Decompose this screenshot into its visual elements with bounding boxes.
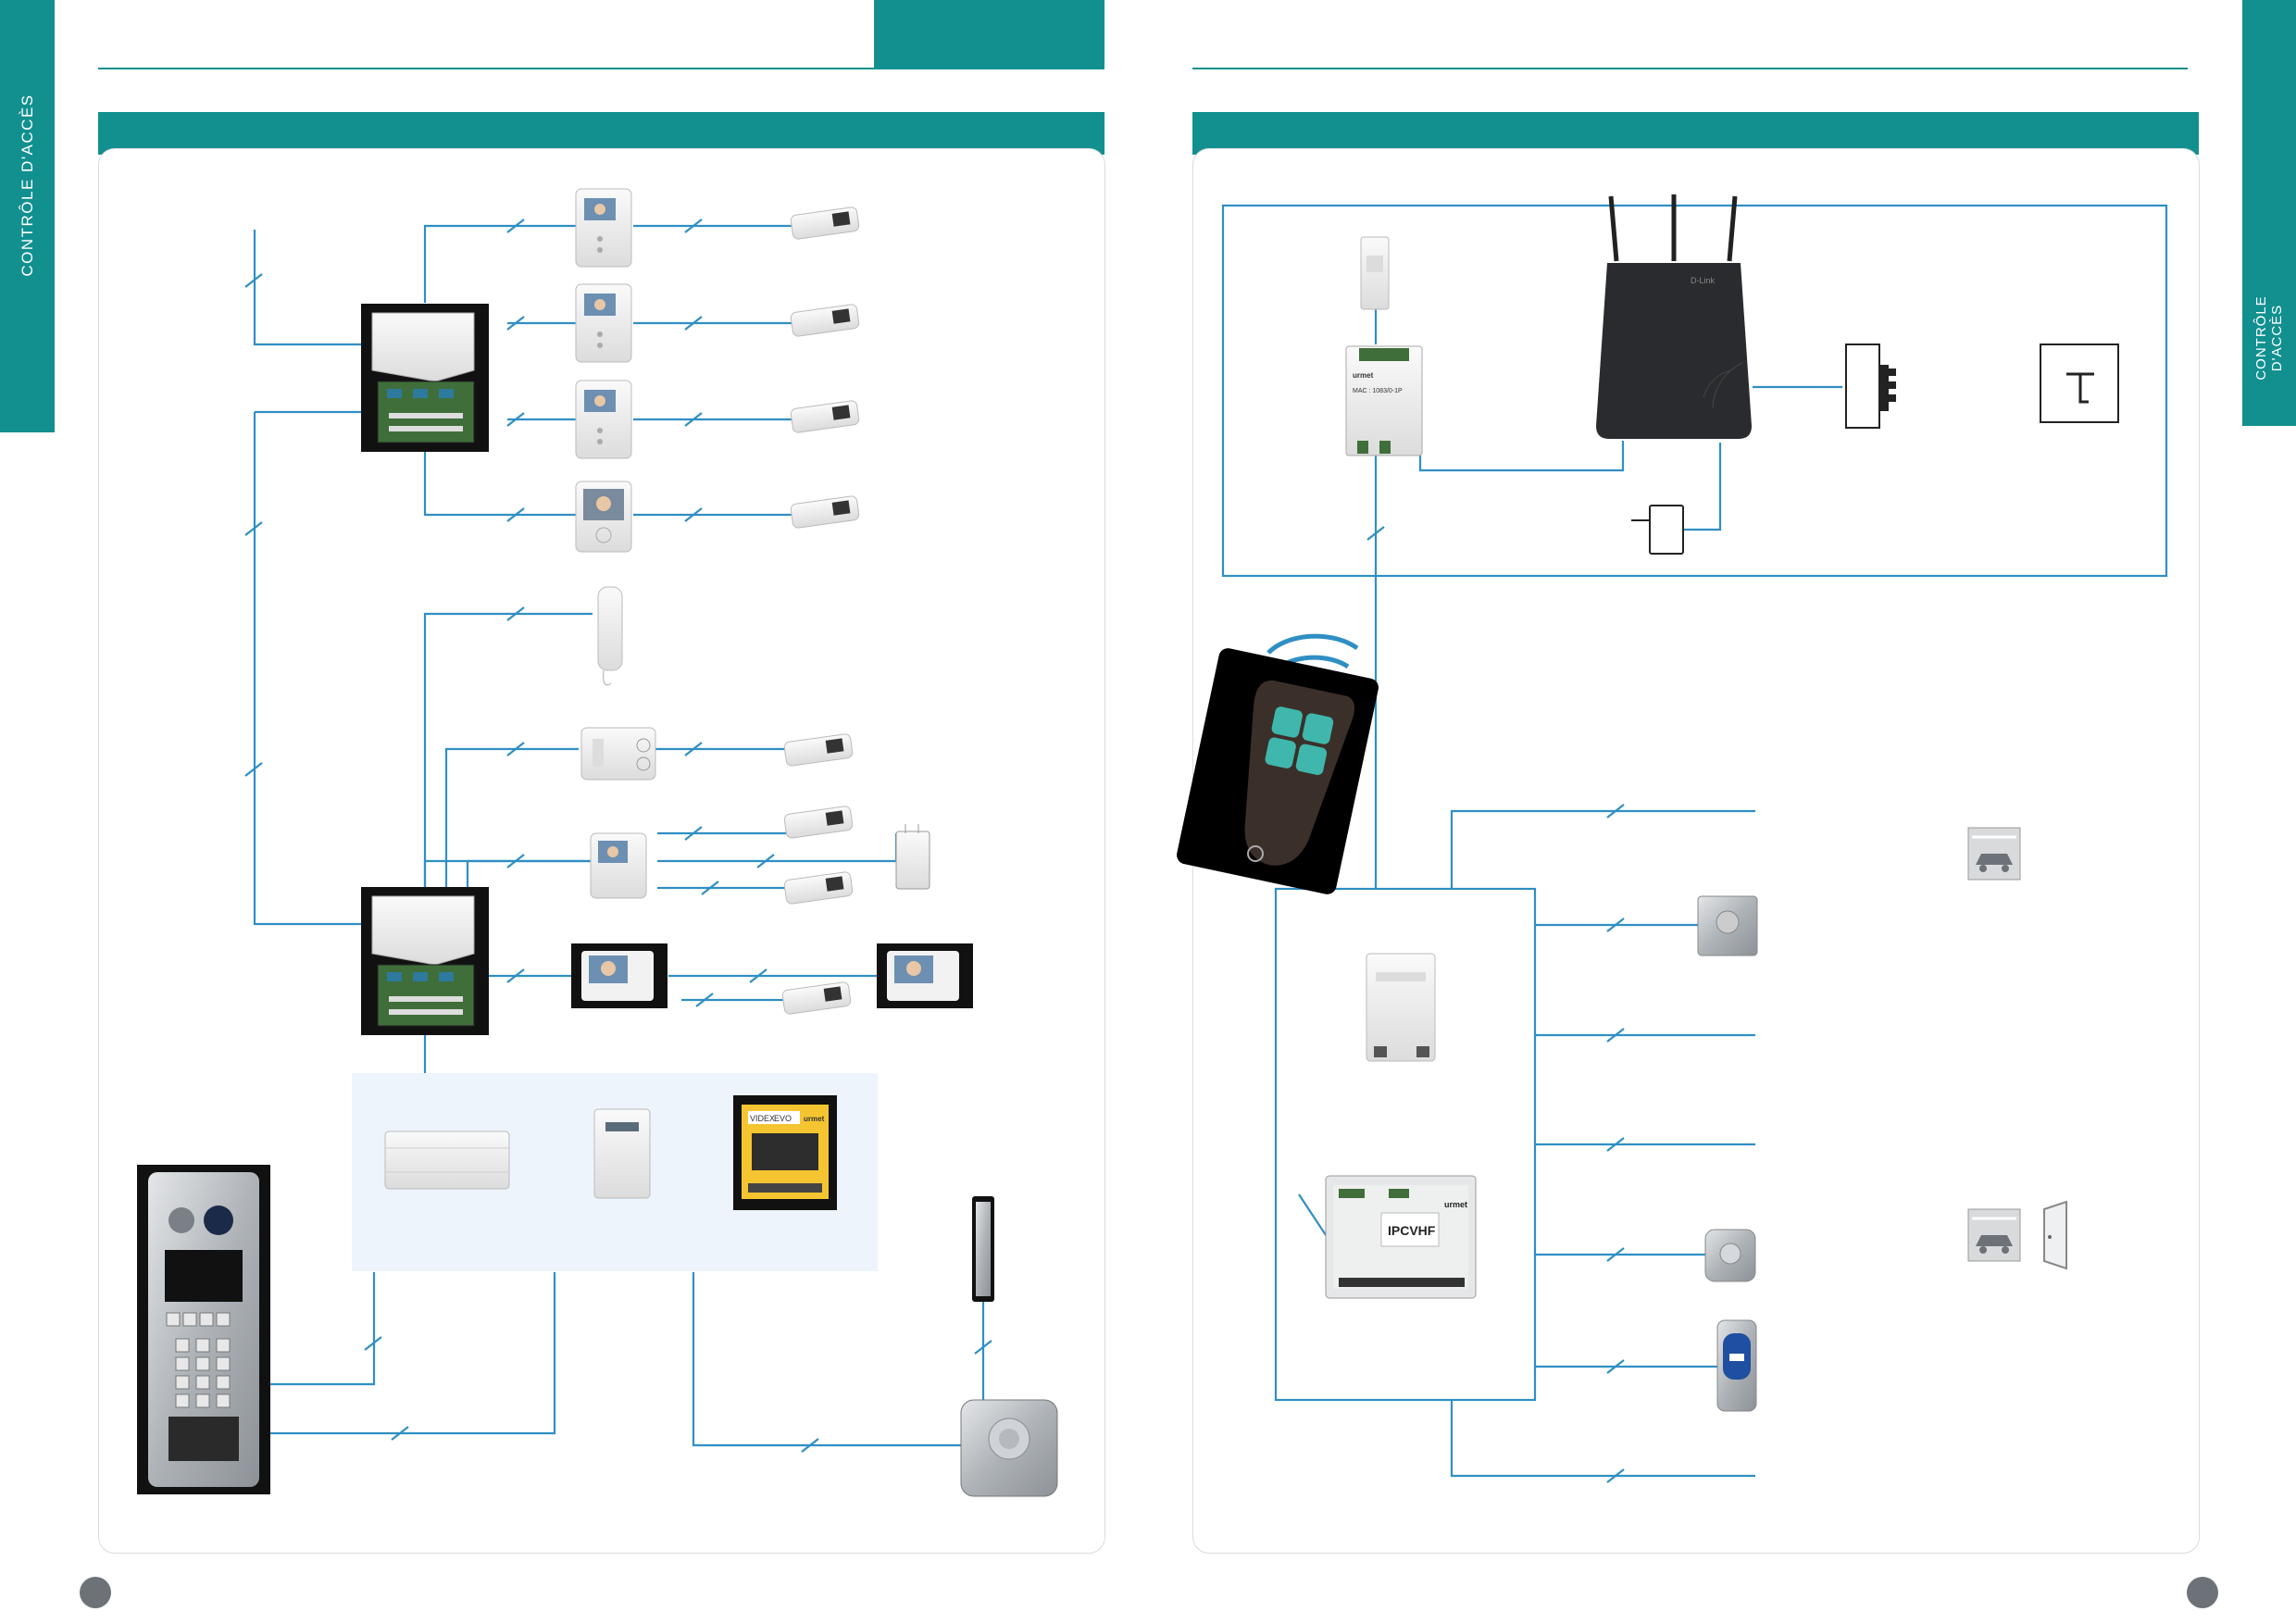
section-bar-left bbox=[98, 112, 1104, 155]
intercom-brand: urmet bbox=[804, 1115, 825, 1123]
ipcvhf-controller: IPCVHF urmet bbox=[1325, 1175, 1477, 1299]
din-power-supply-ip bbox=[1360, 236, 1390, 310]
wifi-router: D-Link bbox=[1596, 194, 1752, 439]
controller-model: IPCVHF bbox=[1388, 1223, 1436, 1238]
indoor-monitor-1 bbox=[575, 188, 632, 268]
radio-remote-control bbox=[1177, 633, 1379, 894]
telephone-socket-icon bbox=[2040, 344, 2119, 423]
distributor-bottom bbox=[361, 887, 489, 1035]
header-rule-right bbox=[1192, 68, 2188, 69]
controller-brand: urmet bbox=[1444, 1200, 1467, 1209]
ip-gateway-module: urmet MAC : 1083/0-1P bbox=[1345, 345, 1423, 456]
indoor-monitor-7 bbox=[877, 943, 973, 1008]
distributor-top bbox=[361, 304, 489, 452]
videx-module: VIDEX EVO urmet bbox=[733, 1095, 837, 1210]
chime-3 bbox=[790, 400, 860, 433]
relay-box bbox=[895, 824, 930, 890]
chime-6 bbox=[783, 806, 854, 839]
indoor-monitor-3 bbox=[575, 380, 632, 459]
module-model: EVO bbox=[774, 1114, 792, 1123]
header-accent-block bbox=[874, 0, 1104, 68]
router-brand: D-Link bbox=[1691, 276, 1716, 285]
controller-power-supply bbox=[1366, 953, 1436, 1062]
left-wiring bbox=[253, 224, 985, 1447]
exit-push-button bbox=[960, 1399, 1058, 1497]
chime-4 bbox=[790, 495, 860, 529]
din-power-supply-large bbox=[384, 1131, 510, 1190]
audio-interphone bbox=[580, 727, 656, 781]
module-brand: VIDEX bbox=[750, 1114, 775, 1123]
right-wire-ticks bbox=[1366, 526, 1625, 1483]
chime-1 bbox=[790, 206, 860, 240]
push-button-round bbox=[1704, 1229, 1756, 1282]
chime-8 bbox=[781, 981, 852, 1015]
indoor-monitor-5 bbox=[590, 832, 647, 899]
handset-interphone bbox=[597, 586, 623, 686]
rj45-wall-socket-icon bbox=[1845, 344, 1896, 429]
indoor-monitor-4 bbox=[575, 481, 632, 553]
garage-door-icon-2 bbox=[1967, 1208, 2021, 1262]
section-bar-right bbox=[1192, 112, 2199, 155]
router-power-adapter bbox=[1631, 505, 1684, 555]
ip-module-label: MAC : 1083/0-1P bbox=[1353, 388, 1403, 394]
ip-module-brand: urmet bbox=[1353, 371, 1374, 380]
side-tab-right: CONTRÔLE D'ACCÈS bbox=[2242, 0, 2296, 426]
outdoor-entry-panel bbox=[137, 1165, 270, 1494]
door-icon bbox=[2043, 1200, 2067, 1270]
left-wire-ticks bbox=[244, 219, 992, 1453]
din-power-supply-small bbox=[593, 1108, 651, 1199]
page-number-marker-left bbox=[80, 1577, 111, 1608]
chime-5 bbox=[783, 733, 854, 767]
garage-door-icon bbox=[1967, 827, 2021, 881]
indoor-monitor-2 bbox=[575, 283, 632, 363]
badge-reader bbox=[1716, 1319, 1757, 1412]
indoor-monitor-6 bbox=[571, 943, 668, 1008]
magnetic-lock bbox=[972, 1196, 994, 1302]
header-rule-left bbox=[98, 68, 1104, 69]
chime-2 bbox=[790, 304, 860, 337]
side-tab-left: CONTRÔLE D'ACCÈS bbox=[0, 0, 55, 432]
key-switch bbox=[1697, 895, 1758, 956]
chime-7 bbox=[783, 871, 854, 905]
page-number-marker-right bbox=[2187, 1577, 2218, 1608]
